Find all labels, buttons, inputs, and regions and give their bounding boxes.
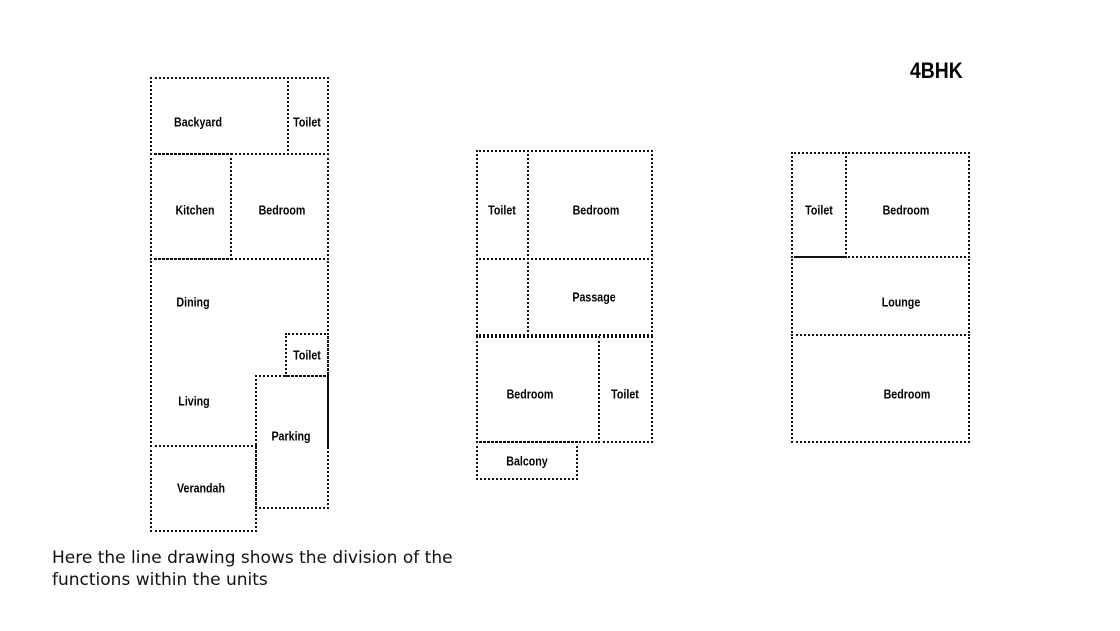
- label-kitchen: Kitchen: [175, 202, 215, 218]
- room-passage: [527, 258, 653, 336]
- label-bedroom-top: Bedroom: [882, 202, 930, 218]
- label-living: Living: [178, 393, 210, 409]
- label-toilet-top: Toilet: [488, 202, 516, 218]
- room-bedroom-bottom: [791, 334, 970, 443]
- label-toilet-bottom: Toilet: [611, 386, 639, 402]
- label-passage: Passage: [572, 289, 616, 305]
- label-bedroom-top: Bedroom: [572, 202, 620, 218]
- label-parking: Parking: [271, 428, 311, 444]
- caption-line-2: functions within the units: [52, 570, 268, 590]
- label-bedroom-bottom: Bedroom: [506, 386, 554, 402]
- label-toilet-top: Toilet: [293, 114, 321, 130]
- room-toilet-bottom: [598, 336, 653, 443]
- label-verandah: Verandah: [177, 480, 225, 496]
- room-lounge: [791, 256, 970, 336]
- label-toilet-mid: Toilet: [293, 347, 321, 363]
- label-backyard: Backyard: [173, 114, 223, 130]
- page-title: 4BHK: [910, 58, 963, 83]
- caption-line-1: Here the line drawing shows the division…: [52, 548, 453, 568]
- room-side-space: [476, 258, 529, 336]
- label-lounge: Lounge: [881, 294, 921, 310]
- caption: Here the line drawing shows the division…: [52, 547, 522, 591]
- label-toilet: Toilet: [805, 202, 833, 218]
- room-verandah: [150, 445, 257, 532]
- label-bedroom: Bedroom: [258, 202, 306, 218]
- label-balcony: Balcony: [506, 453, 548, 469]
- room-parking: [255, 375, 329, 509]
- label-dining: Dining: [176, 294, 210, 310]
- room-balcony: [476, 441, 578, 480]
- label-bedroom-bottom: Bedroom: [883, 386, 931, 402]
